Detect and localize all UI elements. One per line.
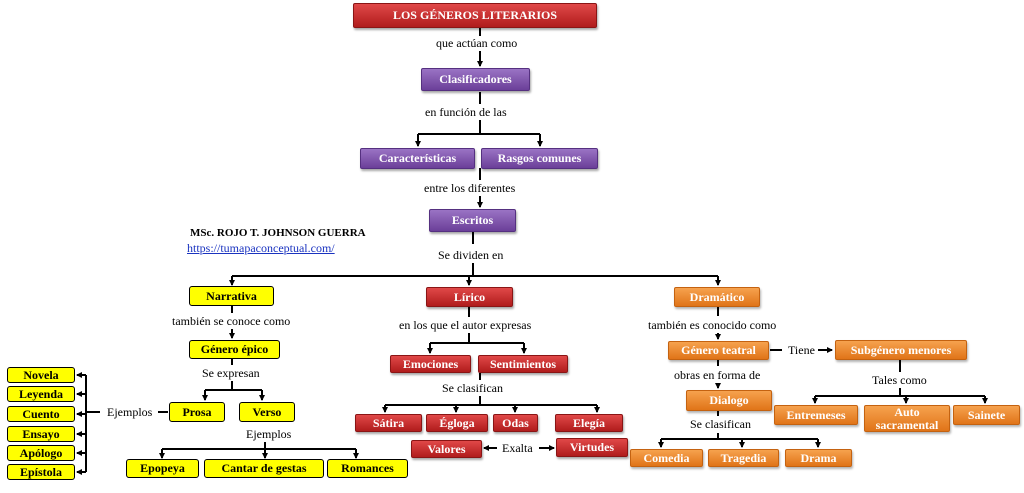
node-genero-epico: Género épico (189, 340, 280, 359)
node-epistola: Epístola (7, 464, 75, 480)
node-virtudes: Virtudes (556, 438, 628, 457)
node-elegia: Elegía (555, 414, 623, 432)
connector-tiene: Tiene (786, 343, 817, 358)
title-node: LOS GÉNEROS LITERARIOS (353, 3, 597, 28)
node-narrativa: Narrativa (189, 286, 274, 306)
node-entremeses: Entremeses (774, 405, 858, 425)
connector-autor-expresas: en los que el autor expresas (397, 318, 534, 333)
connector-exalta: Exalta (500, 441, 535, 456)
node-prosa: Prosa (169, 402, 225, 422)
node-lirico: Lírico (426, 287, 513, 307)
node-sainete: Sainete (953, 405, 1020, 425)
connector-en-funcion: en función de las (423, 105, 509, 120)
node-drama: Drama (785, 449, 852, 467)
node-leyenda: Leyenda (7, 386, 75, 402)
node-genero-teatral: Género teatral (668, 341, 769, 360)
connector-ejemplos-verso: Ejemplos (244, 427, 294, 442)
connector-que-actuan: que actúan como (434, 36, 520, 51)
connector-se-clasifican-drama: Se clasifican (688, 417, 753, 432)
node-escritos: Escritos (429, 209, 516, 232)
source-link[interactable]: https://tumapaconceptual.com/ (187, 241, 335, 255)
connector-tambien-se-conoce: también se conoce como (170, 314, 293, 329)
author-label: MSc. ROJO T. JOHNSON GUERRA (190, 227, 366, 239)
node-dialogo: Dialogo (686, 390, 772, 411)
node-egloga: Égloga (426, 414, 488, 432)
node-satira: Sátira (355, 414, 422, 432)
connector-tambien-conocido: también es conocido como (646, 318, 779, 333)
node-cantar-de-gestas: Cantar de gestas (204, 459, 324, 478)
node-auto-sacramental: Auto sacramental (864, 405, 950, 432)
connector-se-dividen: Se dividen en (436, 248, 506, 263)
node-sentimientos: Sentimientos (478, 355, 568, 373)
connector-se-clasifican-lirico: Se clasifican (440, 381, 505, 396)
node-caracteristicas: Características (360, 148, 475, 169)
connector-tales-como: Tales como (870, 373, 929, 388)
node-epopeya: Epopeya (126, 459, 199, 478)
node-clasificadores: Clasificadores (421, 68, 530, 91)
node-verso: Verso (239, 402, 295, 422)
node-tragedia: Tragedia (708, 449, 779, 467)
node-romances: Romances (327, 459, 408, 478)
node-subgenero-menores: Subgénero menores (835, 340, 967, 360)
node-dramatico: Dramático (674, 287, 760, 307)
node-ensayo: Ensayo (7, 426, 75, 442)
connector-ejemplos-prosa: Ejemplos (105, 405, 155, 420)
connector-se-expresan: Se expresan (200, 366, 262, 381)
node-rasgos-comunes: Rasgos comunes (481, 148, 598, 169)
node-emociones: Emociones (390, 355, 471, 373)
connector-entre-los: entre los diferentes (422, 181, 518, 196)
node-comedia: Comedia (630, 449, 703, 467)
node-apologo: Apólogo (7, 445, 75, 461)
node-novela: Novela (7, 367, 75, 383)
connector-obras-en-forma: obras en forma de (672, 368, 763, 383)
node-odas: Odas (493, 414, 538, 432)
node-cuento: Cuento (7, 406, 75, 422)
node-valores: Valores (411, 440, 482, 458)
